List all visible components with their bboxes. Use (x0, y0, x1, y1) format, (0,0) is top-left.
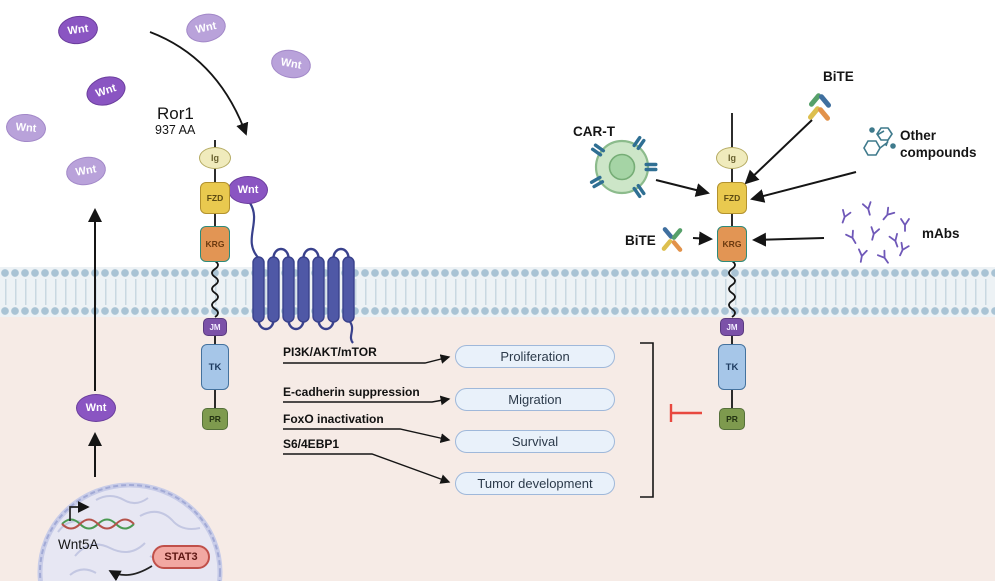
wnt5a-gene-dna (61, 518, 135, 530)
ig-domain-left: Ig (199, 147, 231, 169)
stat3-arrow (108, 565, 153, 581)
pathway-label-pi3k: PI3K/AKT/mTOR (283, 345, 377, 359)
chromatin-squiggles (57, 495, 201, 576)
other-compounds-label: Other compounds (900, 128, 977, 160)
tk-domain-right: TK (718, 344, 746, 390)
therapeutic-arrows (655, 119, 857, 247)
other-compounds-icon (863, 127, 896, 156)
inhibition-symbol (669, 404, 702, 422)
cell-membrane (0, 267, 995, 317)
stat3-factor: STAT3 (152, 545, 210, 569)
pathway-label-ecadherin: E-cadherin suppression (283, 385, 420, 399)
pr-domain-left: PR (202, 408, 228, 430)
jm-domain-left: JM (203, 318, 227, 336)
bite-icon-side (661, 227, 683, 252)
frizzled-gpcr-7tm (249, 202, 355, 344)
pathway-label-s6: S6/4EBP1 (283, 437, 340, 451)
receptor-size-label: 937 AA (155, 123, 196, 137)
car-t-cell-icon (589, 135, 658, 199)
outcome-migration: Migration (455, 388, 615, 411)
fzd-domain-left: FZD (200, 182, 230, 214)
bite-icon-top (807, 93, 832, 121)
tk-domain-left: TK (201, 344, 229, 390)
pathway-connectors (283, 354, 451, 484)
wnt-ligand-bound: Wnt (228, 176, 268, 204)
outcome-proliferation: Proliferation (455, 345, 615, 368)
jm-domain-right: JM (720, 318, 744, 336)
fzd-domain-right: FZD (717, 182, 747, 214)
pr-domain-right: PR (719, 408, 745, 430)
mabs-icon (837, 201, 910, 266)
outcome-survival: Survival (455, 430, 615, 453)
car-t-label: CAR-T (573, 124, 615, 139)
pathway-label-foxo: FoxO inactivation (283, 412, 384, 426)
transcription-arrow (69, 501, 90, 521)
bite-top-label: BiTE (823, 69, 854, 84)
ig-domain-right: Ig (716, 147, 748, 169)
mabs-label: mAbs (922, 226, 960, 241)
outcome-tumor-development: Tumor development (455, 472, 615, 495)
bite-side-label: BiTE (625, 233, 656, 248)
receptor-name-label: Ror1 (157, 104, 194, 123)
wnt5a-gene-label: Wnt5A (58, 537, 99, 552)
wnt-ligand-secreted: Wnt (76, 394, 116, 422)
krg-domain-left: KRG (200, 226, 230, 262)
outcome-bracket (640, 342, 654, 498)
wnt-binding-arrow (149, 31, 249, 136)
krg-domain-right: KRG (717, 226, 747, 262)
